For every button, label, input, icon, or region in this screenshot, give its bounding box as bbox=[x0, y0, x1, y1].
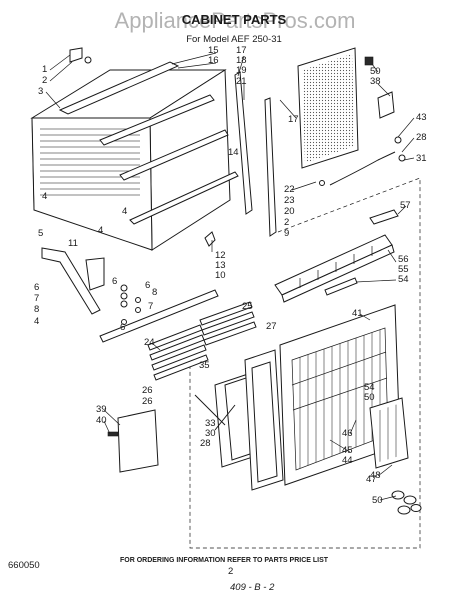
callout: 11 bbox=[68, 238, 78, 249]
callout: 47 bbox=[366, 474, 377, 485]
mounting-plate bbox=[107, 409, 159, 473]
cabinet-shell bbox=[30, 61, 239, 251]
callout-labels: 1 2 3 4 4 4 5 11 6 6 7 7 8 8 4 6 6 12 13… bbox=[34, 45, 427, 506]
callout: 21 bbox=[236, 76, 247, 87]
callout: 5 bbox=[38, 228, 43, 239]
callout: 17 bbox=[236, 45, 247, 56]
callout: 22 bbox=[284, 184, 295, 195]
callout: 9 bbox=[284, 228, 289, 239]
callout: 30 bbox=[205, 428, 216, 439]
callout: 16 bbox=[208, 55, 219, 66]
callout: 48 bbox=[370, 470, 381, 481]
air-filter bbox=[297, 47, 359, 169]
callout: 28 bbox=[200, 438, 211, 449]
callout: 35 bbox=[199, 360, 210, 371]
callout: 4 bbox=[122, 206, 127, 217]
callout: 2 bbox=[284, 217, 289, 228]
callout: 7 bbox=[148, 301, 153, 312]
callout: 55 bbox=[398, 264, 409, 275]
callout: 31 bbox=[416, 153, 427, 164]
callout: 50 bbox=[370, 66, 381, 77]
callout: 28 bbox=[416, 132, 427, 143]
leader-lines bbox=[45, 52, 415, 501]
discharge-panel bbox=[369, 397, 409, 469]
callout: 46 bbox=[342, 428, 353, 439]
callout: 26 bbox=[142, 385, 153, 396]
louver-assembly bbox=[274, 209, 399, 303]
frame-assembly bbox=[194, 349, 284, 491]
callout: 24 bbox=[144, 337, 155, 348]
page-number: 2 bbox=[228, 566, 233, 577]
callout: 54 bbox=[364, 382, 375, 393]
group-outline bbox=[189, 177, 421, 549]
callout: 8 bbox=[152, 287, 157, 298]
callout: 12 bbox=[215, 250, 226, 261]
callout: 44 bbox=[342, 455, 353, 466]
ordering-note: FOR ORDERING INFORMATION REFER TO PARTS … bbox=[120, 557, 329, 564]
callout: 57 bbox=[400, 200, 411, 211]
support-brackets bbox=[41, 247, 219, 343]
callout: 33 bbox=[205, 418, 216, 429]
callout: 6 bbox=[145, 280, 150, 291]
callout: 4 bbox=[34, 316, 39, 327]
doc-code: 660050 bbox=[8, 560, 40, 571]
callout: 15 bbox=[208, 45, 219, 56]
callout: 41 bbox=[352, 308, 363, 319]
callout: 38 bbox=[370, 76, 381, 87]
callout: 3 bbox=[38, 86, 43, 97]
callout: 6 bbox=[34, 282, 39, 293]
control-knobs bbox=[391, 490, 422, 515]
callout: 1 bbox=[42, 64, 47, 75]
callout: 2 bbox=[42, 75, 47, 86]
callout: 40 bbox=[96, 415, 107, 426]
callout: 50 bbox=[372, 495, 383, 506]
vane-set bbox=[147, 301, 257, 381]
callout: 20 bbox=[284, 206, 295, 217]
side-rail bbox=[234, 71, 277, 237]
diagram-title: CABINET PARTS bbox=[182, 12, 287, 27]
callout: 17 bbox=[288, 114, 299, 125]
callout: 18 bbox=[236, 55, 247, 66]
callout: 6 bbox=[120, 322, 125, 333]
filter-hardware bbox=[319, 56, 406, 186]
callout: 6 bbox=[112, 276, 117, 287]
callout: 50 bbox=[364, 392, 375, 403]
clip-bracket bbox=[204, 231, 216, 252]
top-bracket bbox=[69, 47, 92, 64]
callout: 8 bbox=[34, 304, 39, 315]
callout: 39 bbox=[96, 404, 107, 415]
model-line: For Model AEF 250-31 bbox=[186, 34, 282, 45]
callout: 14 bbox=[228, 147, 239, 158]
callout: 4 bbox=[42, 191, 47, 202]
callout: 23 bbox=[284, 195, 295, 206]
callout: 19 bbox=[236, 65, 247, 76]
callout: 54 bbox=[398, 274, 409, 285]
front-grille bbox=[279, 304, 401, 486]
callout: 25 bbox=[242, 301, 253, 312]
handwritten-note: 409 - B - 2 bbox=[230, 582, 275, 593]
callout: 43 bbox=[416, 112, 427, 123]
callout: 7 bbox=[34, 293, 39, 304]
callout: 10 bbox=[215, 270, 226, 281]
callout: 4 bbox=[98, 225, 103, 236]
callout: 26 bbox=[142, 396, 153, 407]
watermark: AppliancePartsPros.com bbox=[115, 8, 356, 33]
callout: 27 bbox=[266, 321, 277, 332]
callout: 56 bbox=[398, 254, 409, 265]
callout: 13 bbox=[215, 260, 226, 271]
